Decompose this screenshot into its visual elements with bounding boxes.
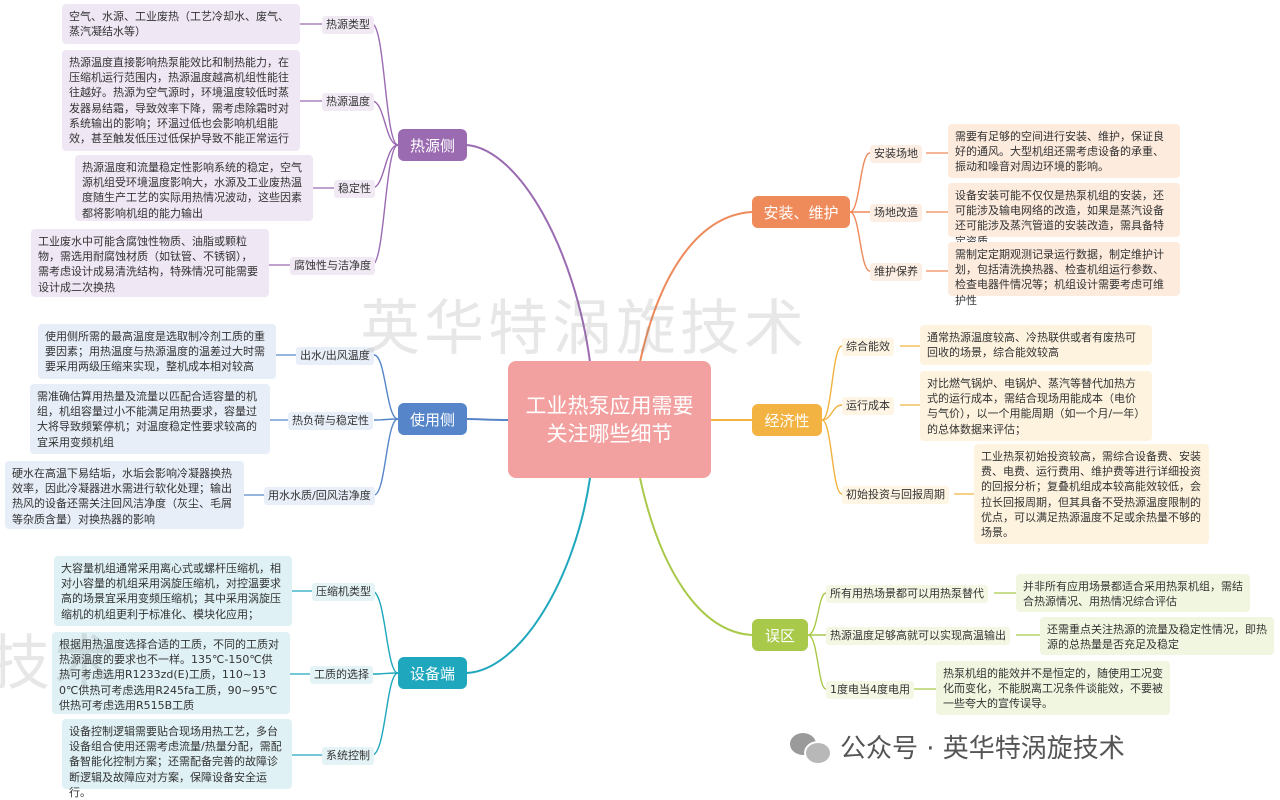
center-topic: 工业热泵应用需要关注哪些细节: [508, 361, 711, 478]
main-topic-equipment-side: 设备端: [398, 657, 467, 689]
subtopic-maintenance: 维护保养: [870, 263, 922, 281]
subtopic-site-renovation: 场地改造: [870, 204, 922, 222]
detail-refrigerant-selection: 根据用热温度选择合适的工质，不同的工质对热源温度的要求也不一样。135℃-150…: [52, 632, 290, 714]
detail-water-quality: 硬水在高温下易结垢，水垢会影响冷凝器换热效率，因此冷凝器进水需进行软化处理；输出…: [5, 461, 244, 529]
wechat-icon: [790, 731, 832, 765]
detail-misconception-1kwh-as-4: 热泵机组的能效并不是恒定的，随使用工况变化而变化，不能脱离工况条件谈能效，不要被…: [936, 661, 1170, 715]
main-topic-installation-maintenance: 安装、维护: [752, 196, 850, 228]
detail-stability: 热源温度和流量稳定性影响系统的稳定，空气源机组受环境温度影响大，水源及工业废热温…: [75, 155, 313, 221]
subtopic-stability: 稳定性: [334, 180, 375, 198]
subtopic-heat-source-type: 热源类型: [322, 16, 374, 34]
subtopic-overall-efficiency: 综合能效: [842, 338, 894, 356]
subtopic-investment-payback: 初始投资与回报周期: [842, 486, 949, 504]
main-topic-economics: 经济性: [752, 404, 822, 436]
subtopic-installation-site: 安装场地: [870, 145, 922, 163]
subtopic-misconception-high-temp: 热源温度足够高就可以实现高温输出: [826, 627, 1010, 645]
detail-installation-site: 需要有足够的空间进行安装、维护，保证良好的通风。大型机组还需考虑设备的承重、振动…: [948, 124, 1180, 178]
detail-outlet-temperature: 使用侧所需的最高温度是选取制冷剂工质的重要因素；用热温度与热源温度的温差过大时需…: [38, 324, 276, 379]
subtopic-outlet-temperature: 出水/出风温度: [296, 347, 374, 365]
detail-corrosion-cleanliness: 工业废水中可能含腐蚀性物质、油脂或颗粒物，需选用耐腐蚀材质（如钛管、不锈钢），需…: [31, 229, 269, 297]
main-topic-heat-source-side: 热源侧: [398, 129, 467, 161]
detail-system-control: 设备控制逻辑需要贴合现场用热工艺，多台设备组合使用还需考虑流量/热量分配，需配备…: [62, 719, 292, 799]
detail-maintenance: 需制定定期观测记录运行数据，制定维护计划，包括清洗换热器、检查机组运行参数、检查…: [948, 242, 1180, 307]
subtopic-compressor-type: 压缩机类型: [312, 583, 375, 601]
subtopic-misconception-replace-all: 所有用热场景都可以用热泵替代: [826, 585, 988, 603]
detail-site-renovation: 设备安装可能不仅仅是热泵机组的安装，还可能涉及输电网络的改造，如果是蒸汽设备还可…: [948, 183, 1180, 248]
detail-heat-load-stability: 需准确估算用热量及流量以匹配合适容量的机组，机组容量过小不能满足用热要求，容量过…: [30, 384, 270, 454]
subtopic-system-control: 系统控制: [322, 747, 374, 765]
detail-investment-payback: 工业热泵初始投资较高，需综合设备费、安装费、电费、运行费用、维护费等进行详细投资…: [974, 444, 1209, 544]
main-topic-user-side: 使用侧: [398, 403, 467, 435]
detail-operating-cost: 对比燃气锅炉、电锅炉、蒸汽等替代加热方式的运行成本，需结合现场用能成本（电价与气…: [920, 371, 1152, 441]
subtopic-operating-cost: 运行成本: [842, 397, 894, 415]
detail-compressor-type: 大容量机组通常采用离心式或螺杆压缩机，相对小容量的机组采用涡旋压缩机，对控温要求…: [54, 556, 292, 626]
detail-misconception-high-temp: 还需重点关注热源的流量及稳定性情况，即热源的总热量是否充足及稳定: [1040, 617, 1274, 655]
subtopic-heat-source-temperature: 热源温度: [322, 93, 374, 111]
main-topic-misconceptions: 误区: [752, 619, 808, 651]
subtopic-heat-load-stability: 热负荷与稳定性: [288, 412, 373, 430]
detail-overall-efficiency: 通常热源温度较高、冷热联供或者有废热可回收的场景，综合能效较高: [920, 325, 1152, 365]
subtopic-water-quality: 用水水质/回风洁净度: [264, 487, 375, 505]
detail-heat-source-temperature: 热源温度直接影响热泵能效比和制热能力，在压缩机运行范围内，热源温度越高机组性能往…: [62, 50, 300, 151]
footer-account: 公众号 · 英华特涡旋技术: [790, 728, 1125, 765]
subtopic-refrigerant-selection: 工质的选择: [310, 666, 373, 684]
detail-misconception-replace-all: 并非所有应用场景都适合采用热泵机组，需结合热源情况、用热情况综合评估: [1016, 574, 1250, 612]
detail-heat-source-type: 空气、水源、工业废热（工艺冷却水、废气、蒸汽凝结水等）: [62, 4, 300, 44]
subtopic-misconception-1kwh-as-4: 1度电当4度电用: [826, 681, 914, 699]
subtopic-corrosion-cleanliness: 腐蚀性与洁净度: [290, 257, 375, 275]
footer-account-text: 公众号 · 英华特涡旋技术: [840, 734, 1125, 764]
